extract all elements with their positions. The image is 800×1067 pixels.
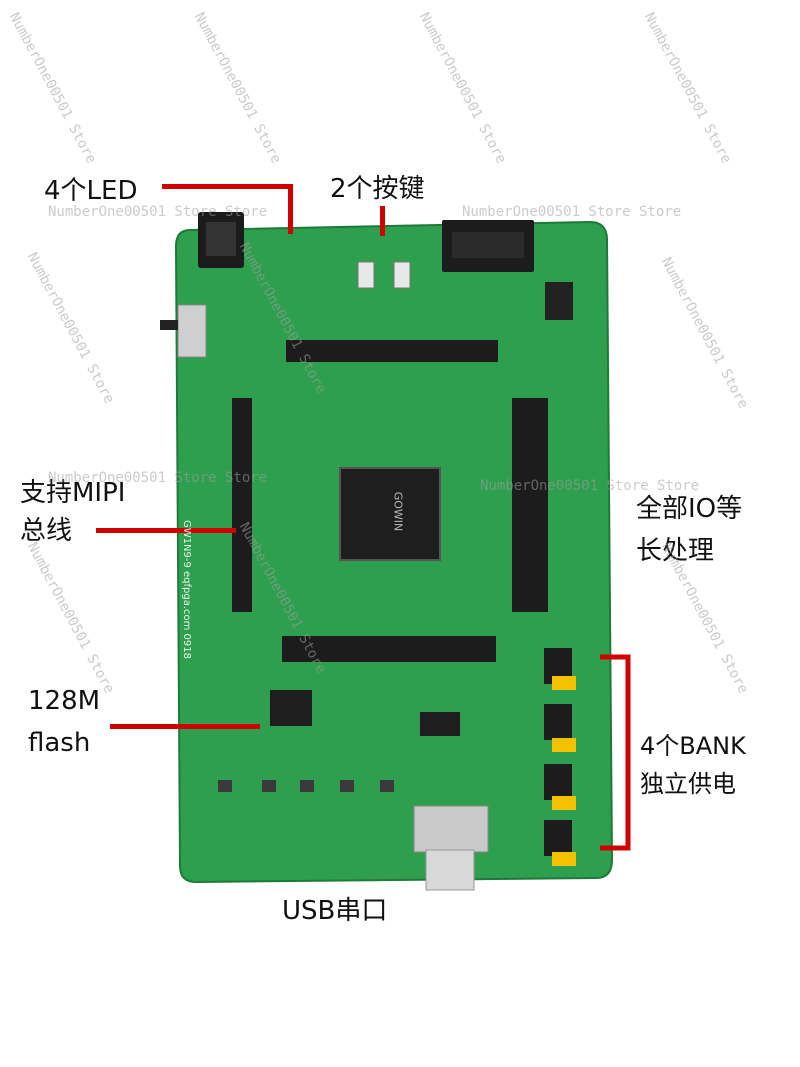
fpga-chip bbox=[339, 467, 441, 561]
watermark: NumberOne00501 Store Store bbox=[48, 204, 268, 220]
small-ic bbox=[420, 712, 460, 736]
label-2-keys: 2个按键 bbox=[330, 174, 425, 204]
bank-bracket bbox=[600, 654, 631, 851]
label-bank-line1: 4个BANK bbox=[640, 732, 746, 760]
bank-jumpers bbox=[544, 648, 576, 866]
label-mipi-line1: 支持MIPI bbox=[20, 478, 126, 508]
watermark: NumberOne00501 Store Store bbox=[462, 204, 682, 220]
label-bank-line2: 独立供电 bbox=[640, 770, 736, 798]
watermark: NumberOne00501 Store Store bbox=[48, 470, 268, 486]
pin-header-right bbox=[512, 398, 548, 612]
pin-header-bottom bbox=[282, 636, 496, 662]
pin-header-top bbox=[286, 340, 498, 362]
label-4-led: 4个LED bbox=[44, 176, 138, 206]
silkscreen-url: GW1N9-9 eqfpga.com 0918 bbox=[181, 520, 192, 659]
watermark: NumberOne00501 Store Store bbox=[480, 478, 700, 494]
button-1 bbox=[357, 261, 375, 289]
usb-connector bbox=[413, 805, 489, 853]
label-mipi-line2: 总线 bbox=[20, 516, 73, 546]
label-flash-line1: 128M bbox=[28, 686, 101, 716]
pin-header-small bbox=[545, 282, 573, 320]
label-io-line2: 长处理 bbox=[636, 536, 715, 566]
pin-header-left bbox=[232, 398, 252, 612]
power-switch bbox=[177, 304, 207, 358]
label-flash-line2: flash bbox=[28, 728, 91, 758]
label-usb-serial: USB串口 bbox=[282, 896, 388, 926]
label-io-line1: 全部IO等 bbox=[636, 494, 743, 524]
button-2 bbox=[393, 261, 411, 289]
flash-chip bbox=[270, 690, 312, 726]
chip-brand: GOWIN bbox=[391, 491, 405, 532]
